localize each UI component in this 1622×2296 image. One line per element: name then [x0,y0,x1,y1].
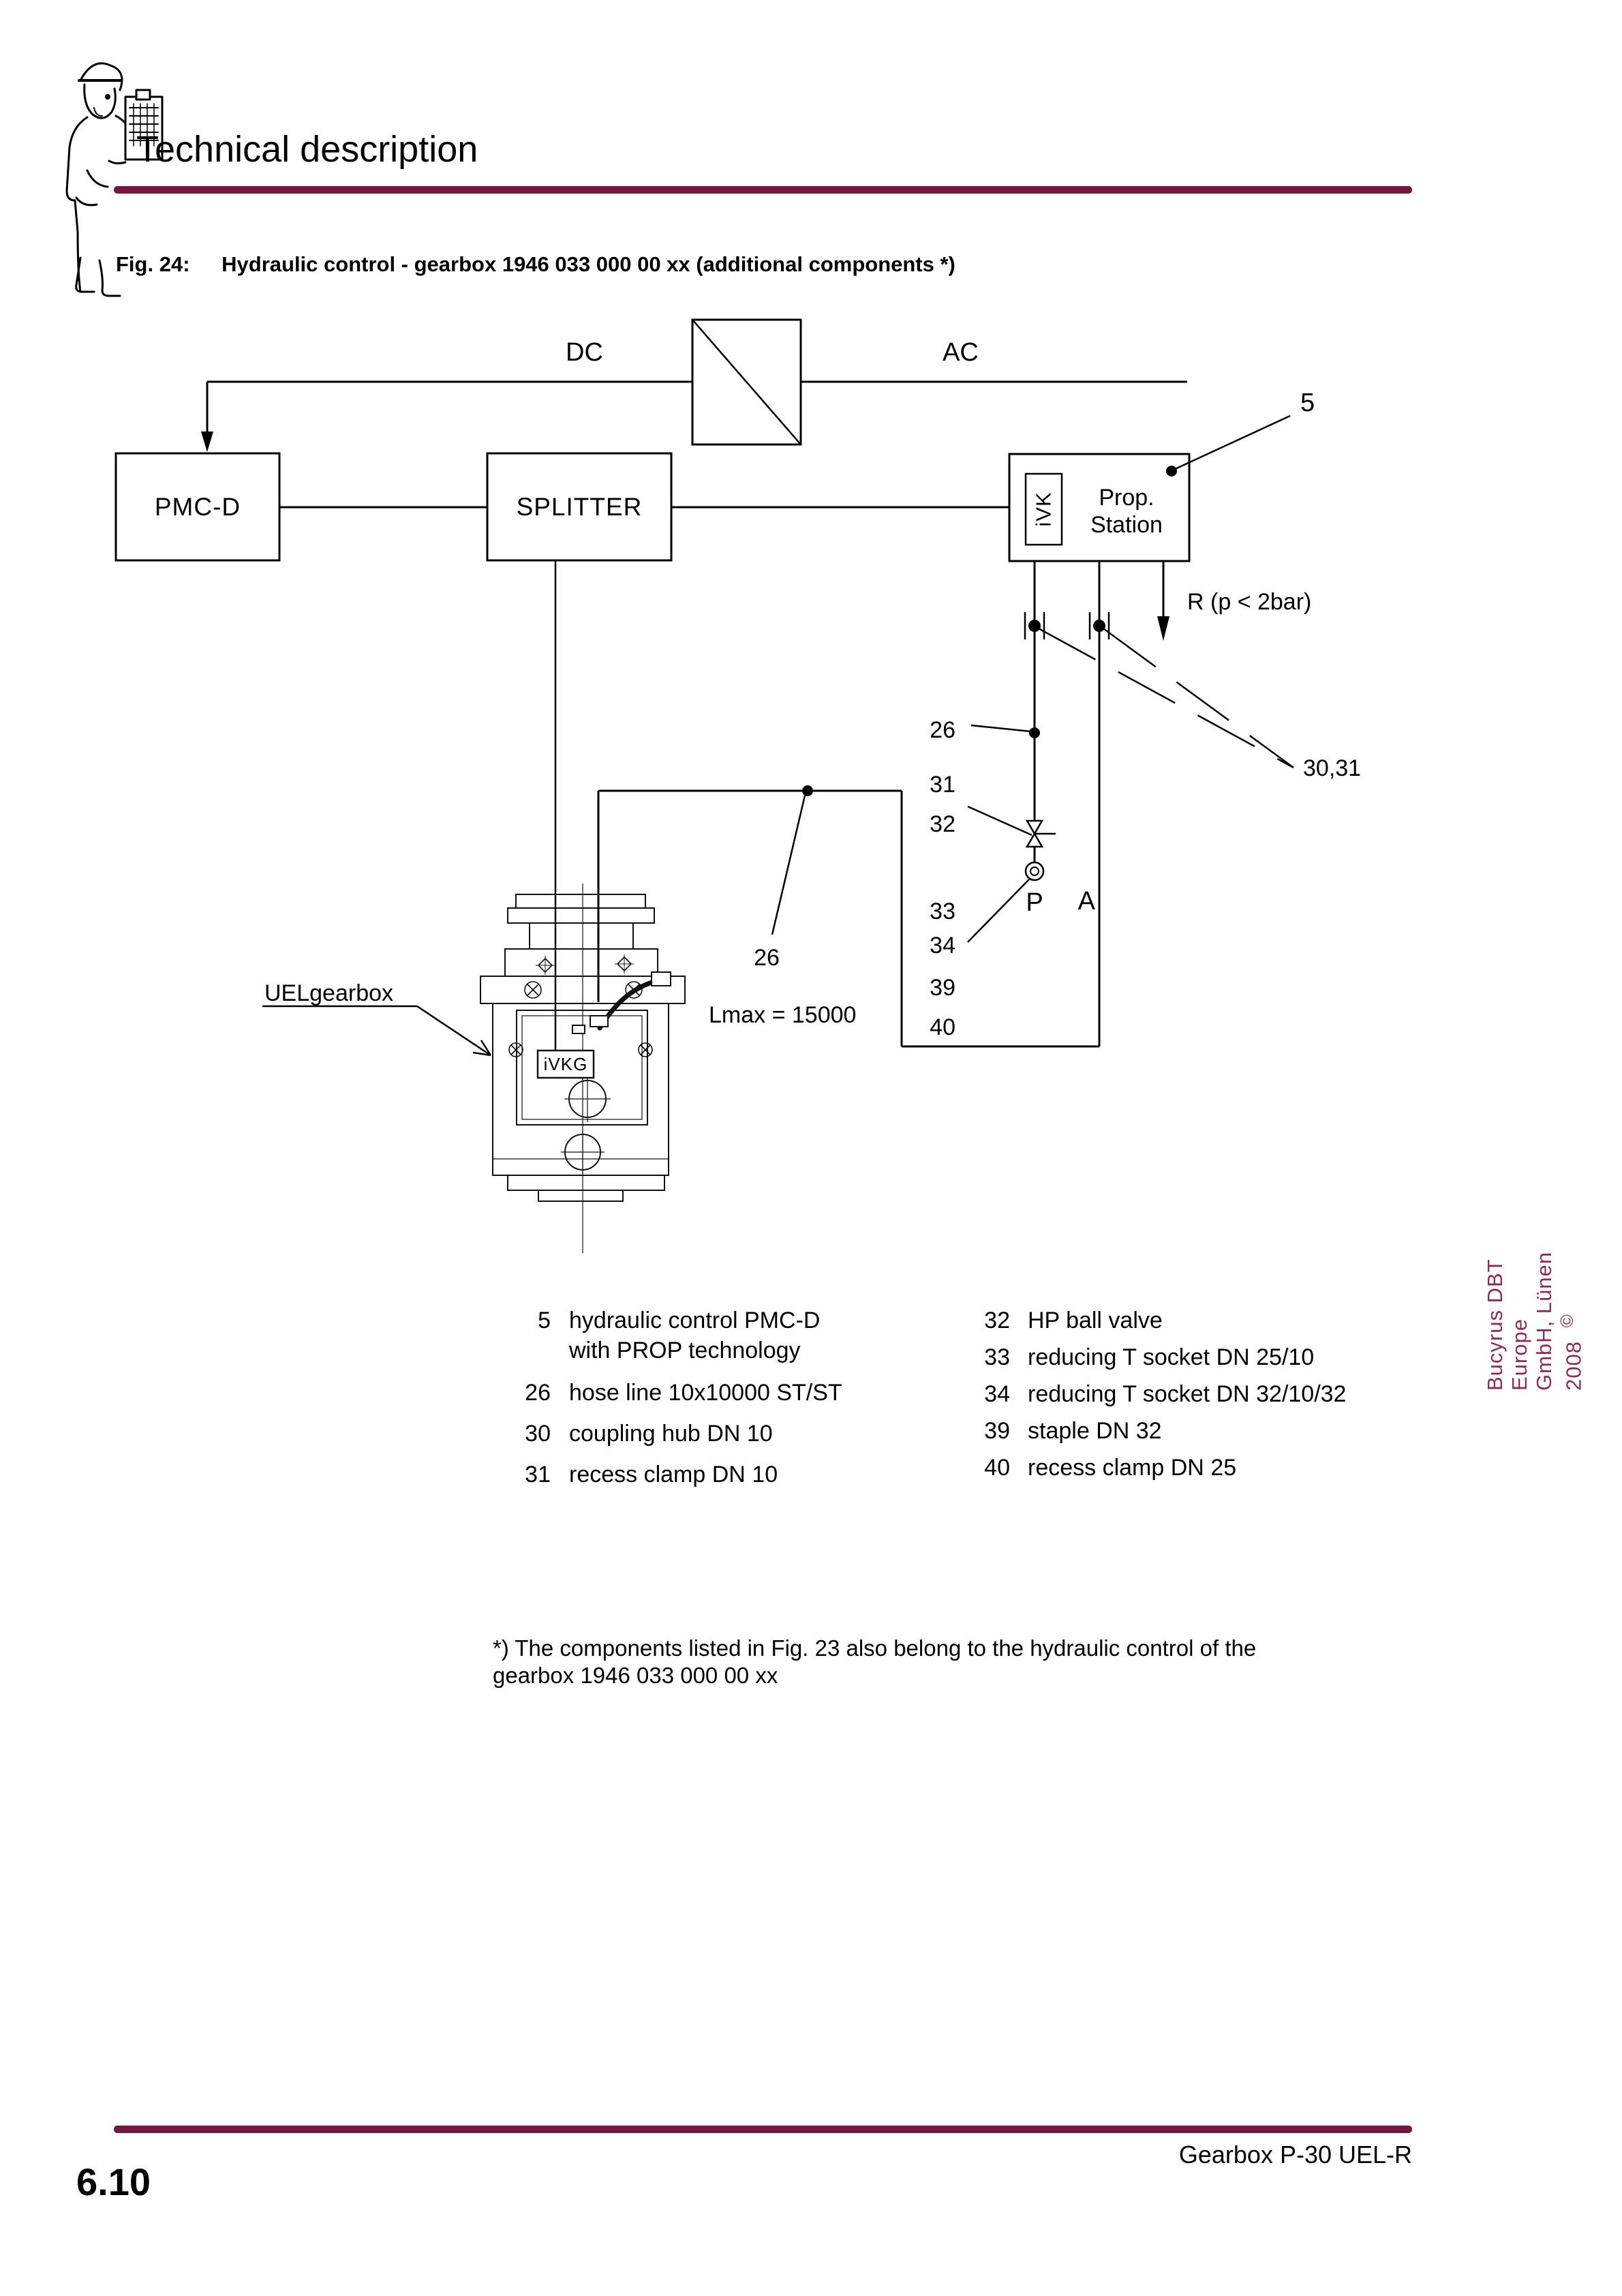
ref-33-label: 33 [930,898,955,924]
part-text: recess clamp DN 10 [569,1462,778,1487]
ivkg-label: iVKG [543,1053,588,1074]
coupling-ticks-a [1088,612,1110,639]
uel-gearbox-label: UELgearbox [264,980,394,1006]
part-text: reducing T socket DN 25/10 [1028,1344,1315,1370]
footnote-line2: gearbox 1946 033 000 00 xx [493,1663,778,1688]
ref-26-hose-label: 26 [754,945,780,971]
sidebar-copyright: Bucyrus DBT Europe GmbH, Lünen 2008 © [1483,1252,1586,1391]
part-num: 34 [984,1381,1010,1407]
ref-30-31-label: 30,31 [1303,755,1362,781]
part-text: coupling hub DN 10 [569,1421,773,1447]
figure-label: Fig. 24: [116,252,190,276]
socket-symbol-outer [1024,861,1045,881]
leader-32 [967,805,1032,836]
ivk-box [1024,472,1063,546]
part-text: staple DN 32 [1028,1418,1162,1444]
page-title: Technical description [136,129,478,170]
part-num: 39 [984,1418,1010,1444]
coupling-ticks-p [1024,612,1045,639]
part-text: reducing T socket DN 32/10/32 [1028,1381,1347,1407]
figure-caption: Fig. 24: Hydraulic control - gearbox 194… [116,252,955,277]
lmax-label: Lmax = 15000 [709,1002,857,1028]
part-text: hydraulic control PMC-D [569,1308,821,1333]
ref-39-label: 39 [930,975,955,1001]
socket-symbol-inner [1030,866,1039,876]
part-text: HP ball valve [1028,1308,1163,1333]
footer-doc-title: Gearbox P-30 UEL-R [1178,2141,1412,2169]
ref-40-label: 40 [930,1014,955,1040]
footer-page-number: 6.10 [76,2160,151,2203]
prop-line2: Station [1090,512,1163,538]
ref-5-label: 5 [1300,389,1315,417]
figure-caption-text: Hydraulic control - gearbox 1946 033 000… [221,252,955,276]
footnote-line1: *) The components listed in Fig. 23 also… [493,1635,1257,1661]
ivkg-box [536,1049,595,1079]
part-text: with PROP technology [569,1338,801,1363]
part-num: 5 [538,1308,551,1333]
ref5-leader [1173,414,1291,471]
ref-26-line-label: 26 [930,717,955,743]
header-rule [114,186,1412,194]
pmcd-label: PMC-D [154,492,241,521]
port-a-label: A [1077,887,1095,916]
ref-31-label: 31 [930,772,955,798]
ref-32-label: 32 [930,811,955,837]
part-num: 33 [984,1344,1010,1370]
footer-rule [114,2126,1412,2133]
arrowhead-pmcd [201,432,213,452]
prop-station-label: Prop. Station [1062,484,1191,539]
a-line-routing [598,561,1101,1048]
copyright-icon: © [1557,1314,1577,1328]
part-num: 32 [984,1308,1010,1333]
leaders-30-31 [1038,627,1294,769]
prop-line1: Prop. [1099,485,1154,511]
r-label: R (p < 2bar) [1187,589,1312,615]
splitter-label: SPLITTER [516,492,643,521]
leader-34 [967,879,1030,943]
arrowhead-r [1157,616,1169,641]
ref-34-label: 34 [930,933,955,958]
converter-box [691,318,802,446]
part-text: recess clamp DN 25 [1028,1455,1237,1481]
part-num: 31 [525,1462,551,1487]
uel-leader [416,1005,492,1057]
dc-label: DC [566,338,603,367]
ref26-leader [970,724,1032,733]
valve-lower [1025,832,1044,848]
converter-diagonal [692,319,801,445]
footnote: *) The components listed in Fig. 23 also… [493,1635,1276,1689]
port-p-label: P [1026,888,1043,917]
ivk-label: iVK [1031,492,1056,527]
ac-label: AC [943,338,979,367]
ref26-hose-leader [771,795,806,935]
part-num: 26 [525,1380,551,1406]
part-text: hose line 10x10000 ST/ST [569,1380,842,1406]
part-num: 30 [525,1421,551,1447]
gearbox-drawing [480,883,686,1253]
valve-upper [1025,819,1044,836]
part-num: 40 [984,1455,1010,1481]
